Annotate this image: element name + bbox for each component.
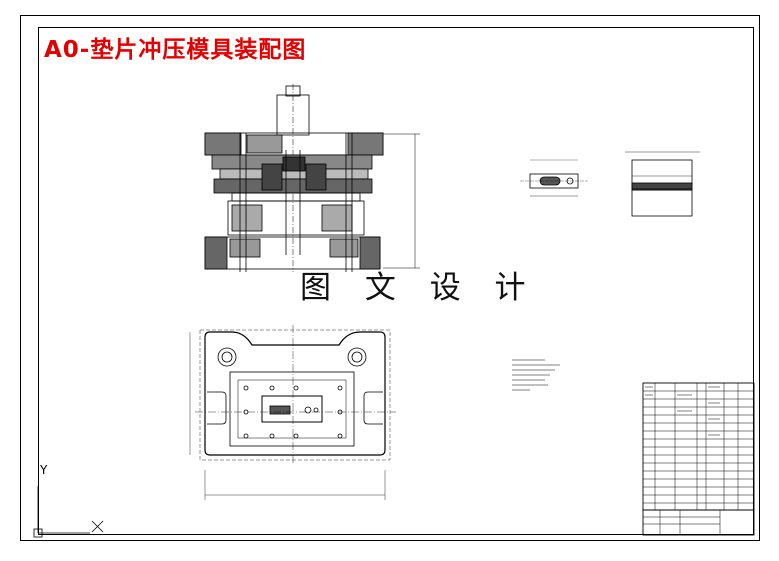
technical-notes	[512, 359, 560, 391]
parts-list	[642, 382, 755, 536]
ucs-axis-icon	[33, 486, 104, 538]
inner-border	[38, 27, 754, 535]
outer-border	[20, 15, 760, 541]
watermark-text: 图 文 设 计	[300, 270, 538, 306]
plan-view	[189, 325, 396, 500]
front-section-view	[204, 84, 420, 272]
axis-y-label: Y	[40, 463, 48, 477]
drawing-title: A0-垫片冲压模具装配图	[44, 37, 307, 63]
part-drawing	[520, 159, 588, 197]
strip-layout	[625, 151, 700, 217]
